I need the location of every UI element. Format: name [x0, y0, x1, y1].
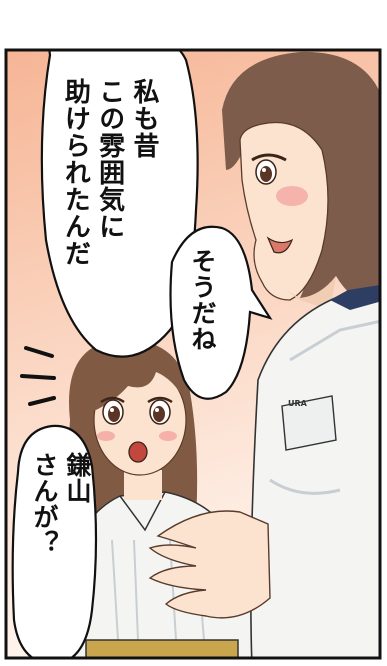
woman-mouth: [266, 236, 294, 254]
speech-text-2: そうだね: [188, 248, 217, 352]
woman-hair: [222, 51, 380, 317]
woman-hand: [148, 510, 271, 619]
woman-character: URA: [148, 51, 380, 658]
woman-collar-accent: [330, 284, 380, 310]
girl-neck: [124, 470, 162, 500]
woman-pocket: URA: [281, 395, 337, 451]
woman-eye: [251, 153, 287, 185]
woman-blush: [276, 186, 308, 206]
girl-surprise-lines: [20, 346, 56, 406]
girl-blush-left: [97, 431, 115, 441]
woman-neck: [286, 276, 336, 310]
panel-border: [4, 48, 382, 660]
girl-skirt: [85, 639, 239, 658]
woman-jacket: [250, 286, 380, 658]
girl-bangs: [92, 350, 190, 410]
girl-mouth: [128, 441, 148, 463]
girl-blush-right: [159, 431, 177, 441]
speech-text-1: 私も昔この雰囲気に助けられたんだ: [60, 78, 159, 267]
pocket-label: URA: [288, 399, 308, 408]
girl-eyes: [100, 396, 173, 425]
speech-bubble-2: [169, 225, 273, 400]
speech-text-3: 鎌山さんが？: [30, 452, 92, 556]
speech-bubble-3: [11, 424, 98, 658]
